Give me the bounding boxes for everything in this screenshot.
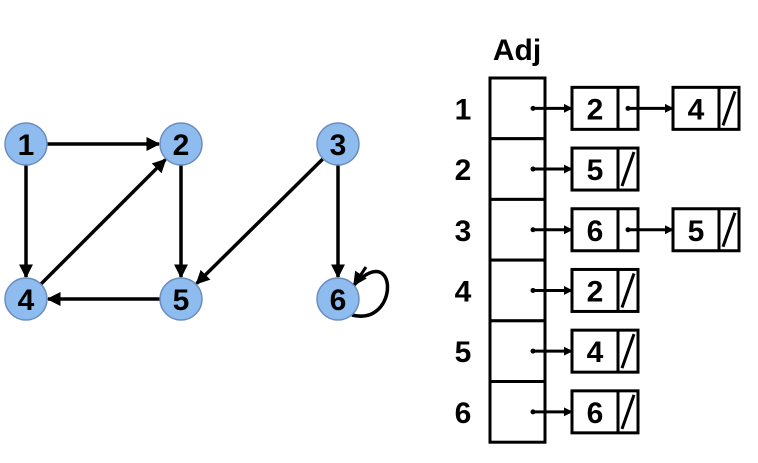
adj-vertex-label: 4	[455, 275, 472, 308]
node-circle	[316, 277, 360, 321]
list-node-value: 6	[587, 215, 604, 248]
list-node-value: 4	[587, 336, 604, 369]
adj-vertex-label: 1	[455, 93, 472, 126]
adj-vertex-label: 2	[455, 154, 472, 187]
null-pointer-slash	[620, 394, 636, 430]
list-node-value: 6	[587, 397, 604, 430]
graph-nodes: 1 2 3 4 5 6	[4, 122, 360, 321]
list-node: 4	[570, 328, 640, 374]
edge-4-2	[39, 158, 167, 286]
node-label: 4	[18, 284, 35, 317]
node-circle	[4, 277, 48, 321]
list-node-value: 2	[587, 93, 604, 126]
edge-3-5	[195, 157, 325, 285]
list-node-value: 4	[688, 93, 705, 126]
node-label: 5	[173, 284, 190, 317]
graph-node-6: 6	[316, 277, 360, 321]
adj-row-1: 1 2 4	[455, 76, 741, 141]
null-pointer-slash	[721, 212, 737, 248]
node-label: 6	[330, 284, 347, 317]
adj-vertex-label: 3	[455, 215, 472, 248]
null-pointer-slash	[620, 333, 636, 369]
graph-edges	[19, 137, 390, 318]
self-loop-edge-6	[351, 269, 390, 318]
list-node-value: 2	[587, 275, 604, 308]
node-circle	[4, 122, 48, 166]
list-node: 2	[570, 85, 674, 131]
self-loop-arrowhead-6	[352, 266, 368, 287]
graph-node-4: 4	[4, 277, 48, 321]
node-label: 3	[330, 129, 347, 162]
list-node: 6	[570, 207, 674, 253]
null-pointer-slash	[620, 151, 636, 187]
node-circle	[159, 122, 203, 166]
list-node-value: 5	[587, 154, 604, 187]
null-pointer-slash	[620, 272, 636, 308]
adj-vertex-label: 6	[455, 397, 472, 430]
list-node-value: 5	[688, 215, 705, 248]
adj-vertex-label: 5	[455, 336, 472, 369]
node-label: 2	[173, 129, 190, 162]
node-label: 1	[18, 129, 35, 162]
node-circle	[159, 277, 203, 321]
list-node: 6	[570, 389, 640, 435]
adj-title: Adj	[493, 34, 541, 67]
list-node: 2	[570, 267, 640, 313]
graph-node-3: 3	[316, 122, 360, 166]
adj-row-3: 3 6 5	[455, 197, 741, 262]
list-node: 5	[671, 207, 741, 253]
null-pointer-slash	[721, 90, 737, 126]
graph-node-1: 1	[4, 122, 48, 166]
list-node: 5	[570, 146, 640, 192]
list-node: 4	[671, 85, 741, 131]
graph-node-2: 2	[159, 122, 203, 166]
node-circle	[316, 122, 360, 166]
graph-node-5: 5	[159, 277, 203, 321]
